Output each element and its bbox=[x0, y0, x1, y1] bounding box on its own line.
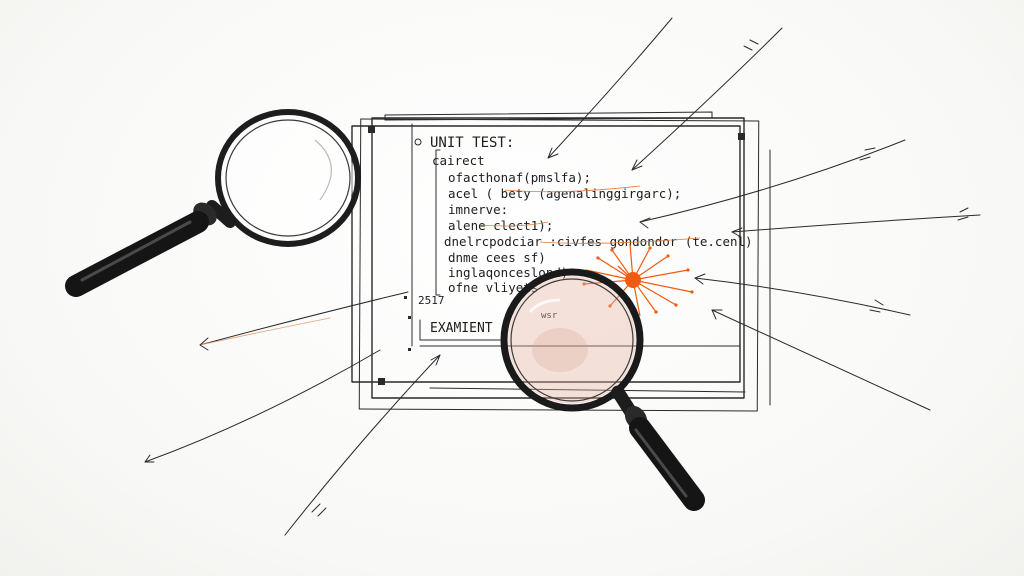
code-line: imnerve: bbox=[448, 202, 508, 217]
note-label: wsr bbox=[541, 311, 558, 321]
code-title: UNIT TEST: bbox=[430, 135, 514, 151]
code-line: ofne vliyets bbox=[448, 280, 538, 295]
example-label: EXAMIENT bbox=[430, 321, 493, 336]
arrows bbox=[144, 17, 981, 536]
code-line: acel ( bety (agenalinggirgarc); bbox=[448, 186, 681, 201]
magnifier-icon bbox=[500, 268, 705, 511]
code-line: dnelrcpodciar :civfes gondondor (te.cenl… bbox=[444, 234, 753, 249]
code-line: inglaqonceslond) bbox=[448, 265, 568, 280]
code-line: ofacthonaf(pmslfa); bbox=[448, 170, 591, 185]
burst-icon bbox=[582, 243, 694, 317]
code-line: alene clect1); bbox=[448, 218, 553, 233]
code-line: cairect bbox=[432, 153, 485, 168]
code-block: UNIT TEST: cairect ofacthonaf(pmslfa); a… bbox=[404, 135, 753, 351]
bullet-icon bbox=[414, 138, 422, 146]
year-label: 2517 bbox=[418, 294, 445, 307]
code-line: dnme cees sf) bbox=[448, 250, 546, 265]
magnifier-icon bbox=[65, 109, 361, 297]
